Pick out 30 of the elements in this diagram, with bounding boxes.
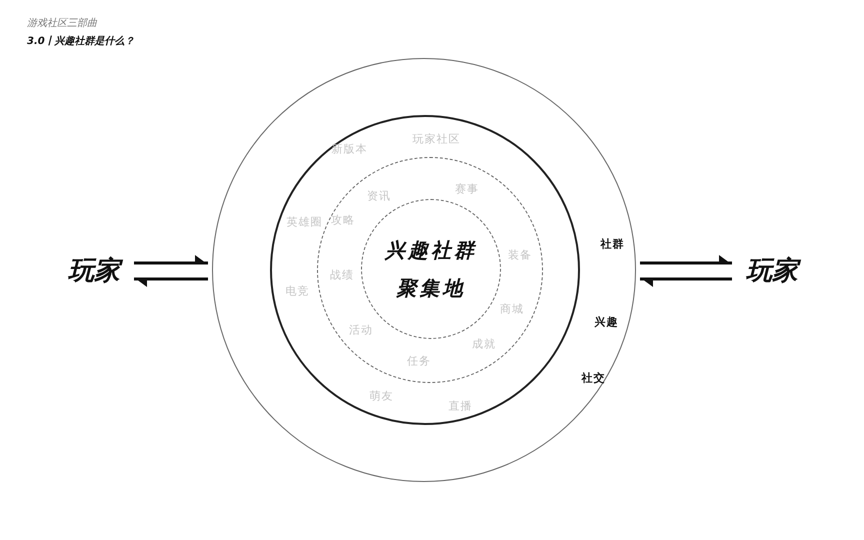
ring-label: 商城 <box>500 302 524 316</box>
player-label: 玩家 <box>58 252 130 290</box>
ring-label: 任务 <box>407 354 431 368</box>
ring-label: 战绩 <box>330 268 354 282</box>
ring-label: 活动 <box>349 322 373 338</box>
half-arrow <box>134 278 208 287</box>
ring-label: 攻略 <box>331 212 355 228</box>
ring-label: 玩家社区 <box>412 131 460 146</box>
page-title: 3.0丨兴趣社群是什么？ <box>27 34 135 48</box>
ring-label: 电竞 <box>286 283 310 298</box>
ring-label: 萌友 <box>370 388 394 403</box>
half-arrow <box>134 255 208 264</box>
ring-label: 英雄圈 <box>286 214 322 229</box>
ring-label: 社交 <box>582 370 606 385</box>
ring-label: 赛事 <box>455 182 479 196</box>
ring-label: 兴趣 <box>594 314 618 329</box>
ring-label: 资讯 <box>367 188 391 204</box>
ring-label: 直播 <box>448 398 472 413</box>
ring-label: 新版本 <box>332 141 368 156</box>
center-title: 兴趣社群聚集地 <box>385 237 477 302</box>
ring-circle <box>361 199 501 339</box>
outer-ring-circle <box>212 58 636 482</box>
ring-label: 装备 <box>508 248 532 262</box>
ring-label: 社群 <box>600 236 624 251</box>
series-label: 游戏社区三部曲 <box>27 16 97 30</box>
half-arrow <box>640 278 732 287</box>
player-label: 玩家 <box>736 252 808 290</box>
ring-circle <box>270 114 580 424</box>
ring-label: 成就 <box>472 336 496 352</box>
half-arrow <box>640 255 732 264</box>
